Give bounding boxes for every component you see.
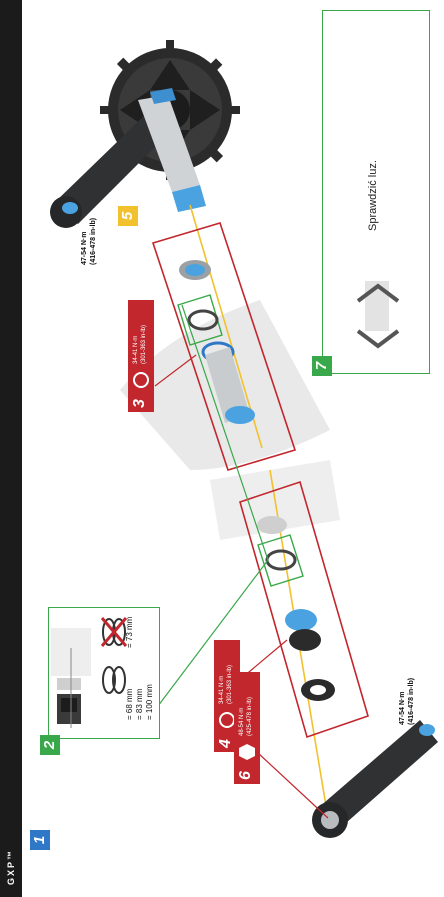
torque-wrench-icon <box>219 712 235 728</box>
step-7-badge: 7 <box>312 356 332 376</box>
step-3-label: 3 34-41 N·m (301-363 in-lb) <box>128 300 154 412</box>
step-3-torque: 34-41 N·m (301-363 in-lb) <box>132 325 148 364</box>
play-check-illustration <box>353 271 403 361</box>
step-6-label: 6 48-54 N·m (425-478 in-lb) <box>234 672 260 784</box>
step-2-badge: 2 <box>40 735 60 755</box>
torque-wrench-icon <box>133 372 149 388</box>
crank-torque-top: 47-54 N·m (416-478 in-lb) <box>80 218 98 265</box>
width-100: = 100 mm <box>145 684 154 720</box>
width-83: = 83 mm <box>135 689 144 720</box>
check-play-text: Sprawdzić luz. <box>367 160 379 231</box>
step-1-badge: 1 <box>30 830 50 850</box>
width-73: = 73 mm <box>125 617 134 648</box>
step2-frame-width-panel: = 73 mm = 68 mm = 83 mm = 100 mm <box>48 607 160 739</box>
step-5-badge: 5 <box>118 206 138 226</box>
step-6-torque: 48-54 N·m (425-478 in-lb) <box>238 697 254 736</box>
crank-torque-bottom: 47-54 N·m (416-478 in-lb) <box>398 678 416 725</box>
hex-bolt-icon <box>239 744 255 760</box>
width-68: = 68 mm <box>125 689 134 720</box>
step-4-torque: 34-41 N·m (301-363 in-lb) <box>218 665 234 704</box>
step7-check-play-panel: Sprawdzić luz. <box>322 10 430 374</box>
